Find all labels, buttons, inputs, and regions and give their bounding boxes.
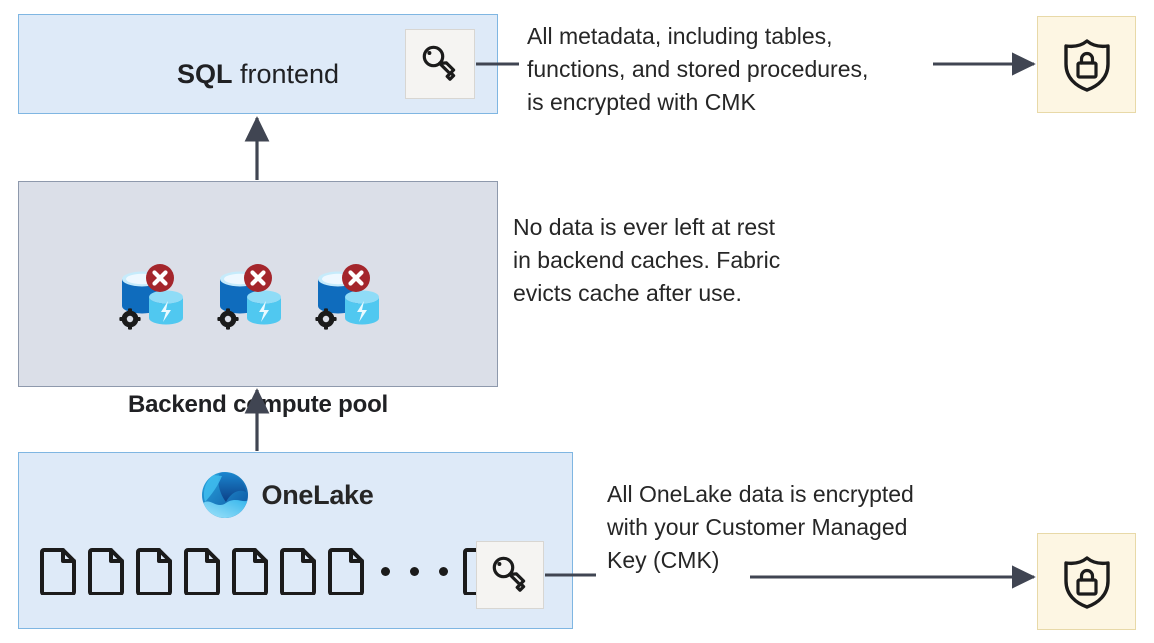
cache-instance-2 <box>211 262 287 339</box>
shield-badge-top[interactable] <box>1037 16 1136 113</box>
callout-metadata-cmk: All metadata, including tables, function… <box>527 23 869 115</box>
onelake-key-badge[interactable] <box>476 541 544 609</box>
cache-disabled-icon <box>217 264 281 330</box>
shield-lock-icon <box>1063 38 1110 92</box>
shield-lock-icon <box>1063 555 1110 609</box>
cache-instance-row <box>0 262 498 339</box>
sql-frontend-title-rest: frontend <box>232 59 340 89</box>
ellipsis-dot <box>439 566 448 576</box>
sql-frontend-key-badge[interactable] <box>405 29 475 99</box>
cache-disabled-icon <box>315 264 379 330</box>
ellipsis-dot <box>410 566 419 576</box>
file-icon <box>280 548 316 595</box>
file-icon <box>328 548 364 595</box>
onelake-logo-icon <box>201 472 248 518</box>
shield-badge-bottom[interactable] <box>1037 533 1136 630</box>
cache-disabled-icon <box>119 264 183 330</box>
cache-instance-3 <box>309 262 385 339</box>
file-icon <box>88 548 124 595</box>
file-icon <box>232 548 268 595</box>
file-icon <box>136 548 172 595</box>
ellipsis-dot <box>381 566 390 576</box>
onelake-wordmark: OneLake <box>261 479 374 510</box>
key-icon <box>492 556 526 592</box>
file-icon <box>40 548 76 595</box>
onelake-file-row <box>40 547 501 595</box>
onelake-brand: OneLake <box>0 470 573 520</box>
key-bit-dot <box>427 51 432 55</box>
sql-frontend-title: SQL frontend <box>19 58 497 90</box>
backend-compute-pool-title: Backend compute pool <box>127 391 389 418</box>
callout-onelake-cmk: All OneLake data is encrypted with your … <box>607 481 914 573</box>
sql-frontend-title-strong: SQL <box>176 59 233 89</box>
cache-instance-1 <box>113 262 189 339</box>
callout-no-data-at-rest: No data is ever left at rest in backend … <box>513 214 781 306</box>
key-icon <box>422 45 456 81</box>
file-icon <box>184 548 220 595</box>
key-bit-dot <box>497 562 502 566</box>
